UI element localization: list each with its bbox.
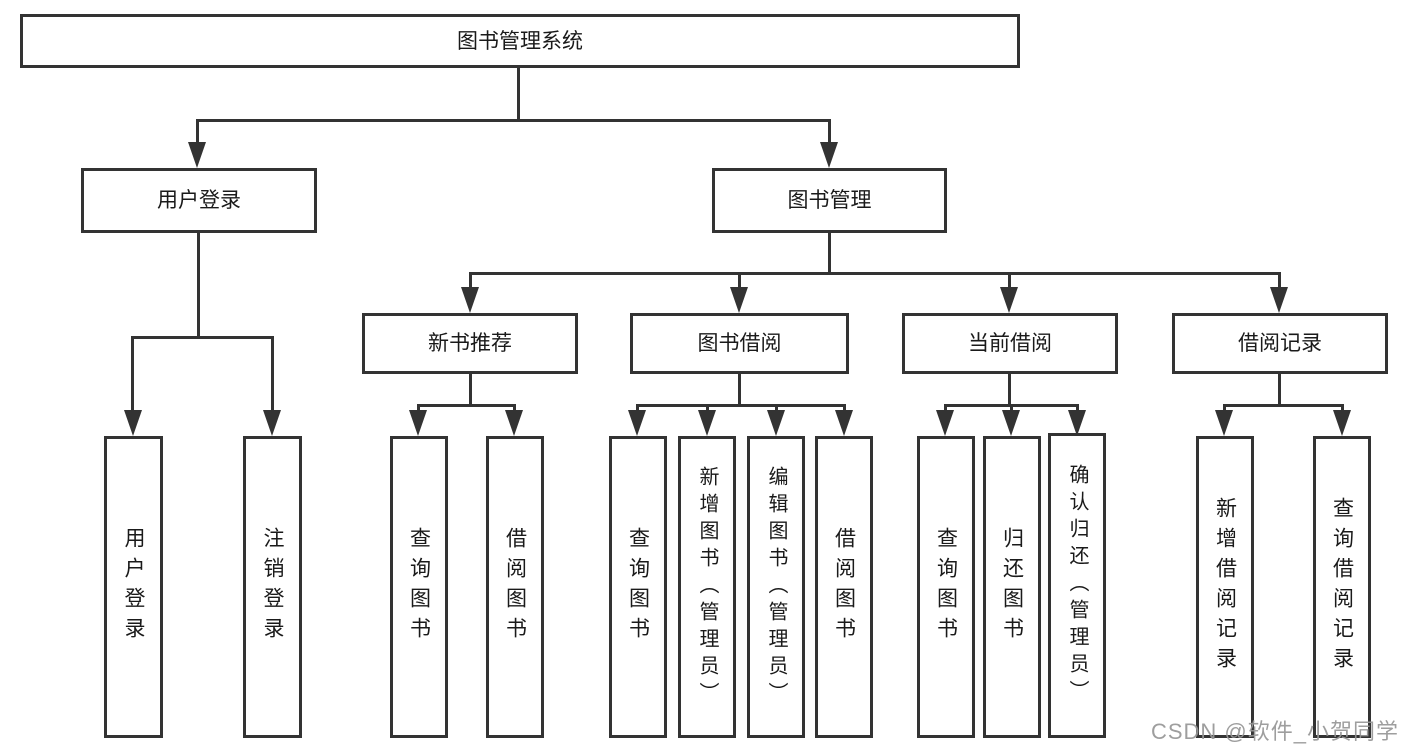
arrow-down-icon [730, 287, 748, 313]
arrow-down-icon [263, 410, 281, 436]
leaf-query-borrow-record: 查询借阅记录 [1313, 436, 1371, 738]
arrow-down-icon [698, 410, 716, 436]
node-user-login-branch: 用户登录 [81, 168, 317, 233]
connector-line [196, 119, 831, 122]
arrow-down-icon [188, 142, 206, 168]
leaf-user-login: 用户登录 [104, 436, 163, 738]
connector-line [1278, 272, 1281, 292]
connector-line [738, 272, 741, 292]
node-label: 查询图书 [934, 527, 958, 647]
node-label: 用户登录 [122, 527, 145, 647]
node-label: 新增借阅记录 [1213, 497, 1237, 677]
connector-line [1223, 404, 1344, 407]
arrow-down-icon [767, 410, 785, 436]
connector-line [131, 336, 134, 416]
leaf-add-book-admin: 新增图书（管理员） [678, 436, 736, 738]
connector-line [1008, 374, 1011, 407]
connector-line [131, 336, 274, 339]
arrow-down-icon [1000, 287, 1018, 313]
arrow-down-icon [628, 410, 646, 436]
arrow-down-icon [835, 410, 853, 436]
connector-line [197, 233, 200, 338]
arrow-down-icon [936, 410, 954, 436]
connector-line [828, 233, 831, 274]
node-label: 编辑图书（管理员） [765, 465, 787, 709]
leaf-query-books-3: 查询图书 [917, 436, 975, 738]
node-label: 查询图书 [626, 527, 650, 647]
connector-line [1278, 374, 1281, 407]
connector-line [738, 374, 741, 407]
arrow-down-icon [461, 287, 479, 313]
connector-line [271, 336, 274, 416]
connector-line [469, 374, 472, 407]
node-borrowing-records: 借阅记录 [1172, 313, 1388, 374]
leaf-edit-book-admin: 编辑图书（管理员） [747, 436, 805, 738]
node-book-management: 图书管理 [712, 168, 947, 233]
connector-line [1008, 272, 1011, 292]
arrow-down-icon [1270, 287, 1288, 313]
node-current-borrowing: 当前借阅 [902, 313, 1118, 374]
node-book-borrowing: 图书借阅 [630, 313, 849, 374]
arrow-down-icon [124, 410, 142, 436]
node-label: 新书推荐 [428, 332, 512, 355]
node-label: 查询借阅记录 [1330, 497, 1354, 677]
arrow-down-icon [409, 410, 427, 436]
leaf-return-books: 归还图书 [983, 436, 1041, 738]
leaf-borrow-books-1: 借阅图书 [486, 436, 544, 738]
node-label: 借阅记录 [1238, 332, 1322, 355]
leaf-add-borrow-record: 新增借阅记录 [1196, 436, 1254, 738]
node-label: 借阅图书 [503, 527, 527, 647]
node-new-book-recommend: 新书推荐 [362, 313, 578, 374]
connector-line [636, 404, 846, 407]
connector-line [469, 272, 1281, 275]
arrow-down-icon [1068, 410, 1086, 436]
leaf-query-books-1: 查询图书 [390, 436, 448, 738]
connector-line [828, 119, 831, 147]
node-label: 归还图书 [1000, 527, 1024, 647]
node-label: 当前借阅 [968, 332, 1052, 355]
arrow-down-icon [820, 142, 838, 168]
node-label: 查询图书 [407, 527, 431, 647]
arrow-down-icon [505, 410, 523, 436]
csdn-watermark: CSDN @软件_小贺同学 [1150, 719, 1399, 744]
node-label: 新增图书（管理员） [696, 465, 718, 709]
leaf-logout: 注销登录 [243, 436, 302, 738]
node-label: 借阅图书 [832, 527, 856, 647]
node-label: 图书借阅 [697, 332, 782, 355]
node-label: 图书管理系统 [457, 29, 583, 53]
connector-line [417, 404, 516, 407]
leaf-borrow-books-2: 借阅图书 [815, 436, 873, 738]
connector-line [469, 272, 472, 292]
arrow-down-icon [1215, 410, 1233, 436]
node-label: 图书管理 [787, 189, 872, 212]
leaf-confirm-return-admin: 确认归还（管理员） [1048, 433, 1106, 738]
arrow-down-icon [1002, 410, 1020, 436]
connector-line [517, 68, 520, 121]
node-label: 确认归还（管理员） [1066, 464, 1088, 707]
arrow-down-icon [1333, 410, 1351, 436]
node-library-system: 图书管理系统 [20, 14, 1020, 68]
connector-line [196, 119, 199, 147]
leaf-query-books-2: 查询图书 [609, 436, 667, 738]
node-label: 用户登录 [157, 189, 241, 212]
node-label: 注销登录 [261, 527, 284, 647]
